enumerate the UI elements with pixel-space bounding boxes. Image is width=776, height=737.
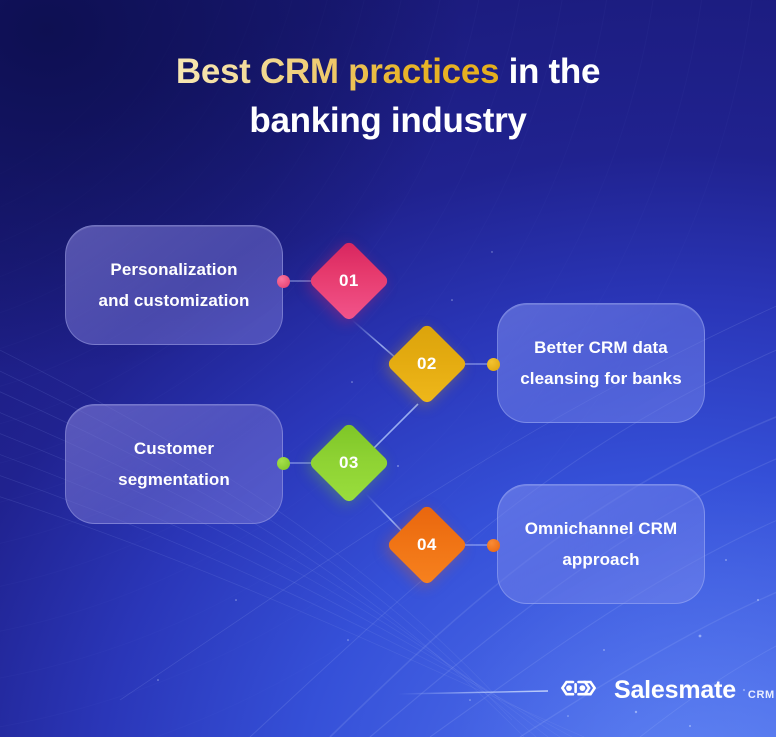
connector-dot-04: [487, 539, 500, 552]
step-diamond-02[interactable]: 02: [385, 322, 469, 406]
title-line-2: banking industry: [249, 101, 527, 140]
connector-dot-03: [277, 457, 290, 470]
card-line-1: Customer: [133, 439, 215, 458]
brand-logo[interactable]: Salesmate CRM: [560, 676, 775, 705]
card-line-2: segmentation: [118, 470, 230, 489]
card-line-1: Personalization: [110, 260, 238, 279]
step-number: 02: [417, 354, 437, 373]
step-number: 04: [417, 535, 437, 554]
footer-divider: [397, 690, 549, 695]
step-diamond-01[interactable]: 01: [307, 239, 391, 323]
practice-card-personalization[interactable]: Personalization and customization: [65, 225, 283, 345]
practice-card-data-cleansing[interactable]: Better CRM data cleansing for banks: [497, 303, 705, 423]
card-line-2: approach: [562, 550, 640, 569]
practice-card-omnichannel[interactable]: Omnichannel CRM approach: [497, 484, 705, 604]
card-text: Personalization and customization: [83, 254, 266, 316]
card-line-1: Omnichannel CRM: [524, 519, 678, 538]
card-text: Better CRM data cleansing for banks: [504, 332, 698, 394]
salesmate-hexagon-logo-icon: [560, 680, 597, 695]
title-rest: in the: [499, 52, 601, 91]
step-number: 01: [339, 271, 359, 290]
step-diamond-03[interactable]: 03: [307, 421, 391, 505]
connector-dot-02: [487, 358, 500, 371]
card-text: Customer segmentation: [102, 433, 246, 495]
card-text: Omnichannel CRM approach: [509, 513, 694, 575]
brand-name: Salesmate: [614, 676, 736, 704]
title-highlight: Best CRM practices: [175, 52, 500, 91]
card-line-2: and customization: [98, 291, 250, 310]
card-line-1: Better CRM data: [534, 338, 668, 357]
title-line-1: Best CRM practices in the: [0, 47, 776, 96]
step-diamond-04[interactable]: 04: [385, 503, 469, 587]
connector-dot-01: [277, 275, 290, 288]
card-line-2: cleansing for banks: [520, 369, 682, 388]
page-title: Best CRM practices in the banking indust…: [0, 47, 776, 145]
brand-suffix: CRM: [747, 689, 775, 701]
step-number: 03: [339, 453, 359, 472]
practice-card-customer-segmentation[interactable]: Customer segmentation: [65, 404, 283, 524]
